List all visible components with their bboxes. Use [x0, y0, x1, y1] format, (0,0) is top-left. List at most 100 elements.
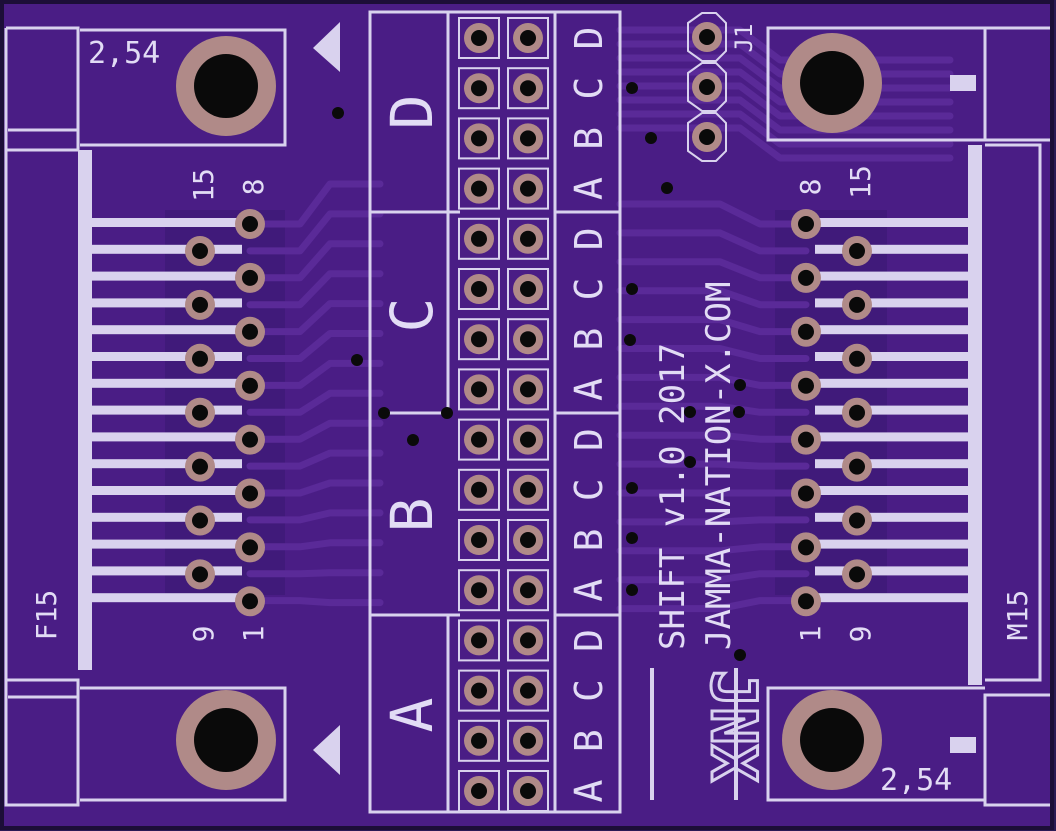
j1-label: J1	[730, 24, 758, 53]
column-label: C	[567, 77, 611, 100]
header-pad	[507, 719, 549, 762]
connector-pad	[185, 451, 215, 482]
column-label: D	[567, 428, 611, 451]
pitch-label-bottom: 2,54	[880, 763, 952, 798]
finger	[92, 593, 242, 603]
header-pad	[458, 17, 500, 59]
header-pad	[458, 770, 500, 812]
finger	[815, 298, 970, 308]
section-labels: D C B A	[378, 95, 446, 733]
pin-label-right-15: 15	[844, 165, 877, 199]
logo-text: JNX	[697, 670, 770, 782]
pin-label-right-9: 9	[844, 626, 877, 643]
finger	[92, 459, 242, 469]
via	[351, 354, 363, 366]
finger	[92, 244, 242, 254]
finger	[92, 325, 242, 335]
finger	[92, 539, 242, 549]
jnx-logo: JNX	[650, 668, 772, 800]
finger	[92, 512, 242, 522]
connector-pad	[235, 478, 265, 509]
traces	[246, 26, 954, 613]
finger	[92, 432, 242, 442]
website-label: JAMMA-NATION-X.COM	[699, 282, 739, 650]
section-label-b: B	[378, 498, 446, 533]
header-pad	[458, 368, 500, 411]
arrow-top-icon	[313, 22, 340, 72]
column-label: D	[567, 629, 611, 652]
header-pad	[507, 569, 549, 612]
header-pad	[507, 468, 549, 511]
left-connector-silk	[4, 26, 287, 807]
right-pads	[791, 209, 872, 617]
via	[626, 283, 638, 295]
finger	[815, 244, 970, 254]
column-label: D	[567, 227, 611, 250]
pin-label-left-1: 1	[237, 626, 270, 643]
board-title: SHIFT v1.0 2017	[653, 343, 693, 650]
mount-hole-top-left	[176, 36, 276, 136]
copper-area-right	[775, 210, 887, 595]
right-connector-label: M15	[1001, 590, 1034, 641]
header-pad	[507, 117, 549, 160]
via	[661, 182, 673, 194]
header-pad	[507, 217, 549, 260]
header-pads	[458, 17, 549, 812]
connector-pad	[791, 316, 821, 347]
finger	[92, 271, 242, 281]
header-pad	[458, 217, 500, 260]
column-label: B	[567, 328, 611, 351]
finger	[92, 218, 242, 227]
pin-label-right-1: 1	[794, 626, 827, 643]
via	[626, 82, 638, 94]
j1-pin	[687, 12, 727, 62]
pitch-label-top: 2,54	[88, 36, 160, 71]
finger	[815, 486, 970, 495]
j1-pin	[687, 112, 727, 162]
via	[734, 379, 746, 391]
header-pad	[507, 17, 549, 59]
finger	[92, 378, 242, 388]
connector-pad	[842, 289, 872, 320]
header-pad	[507, 268, 549, 310]
header-pad	[458, 719, 500, 762]
section-label-d: D	[378, 95, 446, 130]
finger	[815, 512, 970, 522]
finger	[815, 352, 970, 361]
connector-pad	[842, 505, 872, 536]
column-label: B	[567, 729, 611, 752]
connector-pad	[842, 236, 872, 266]
header-pad	[507, 619, 549, 662]
connector-pad	[235, 532, 265, 563]
right-connector-silk	[766, 26, 1050, 807]
header-pad	[458, 318, 500, 361]
mount-hole-bottom-right	[782, 690, 882, 790]
copper-area-left	[165, 210, 285, 595]
header-pad	[507, 418, 549, 461]
j1-header	[687, 12, 727, 162]
header-pad	[507, 519, 549, 561]
finger	[815, 218, 970, 227]
finger	[815, 432, 970, 442]
header-pad	[458, 619, 500, 662]
connector-pad	[235, 262, 265, 293]
connector-pad	[185, 397, 215, 428]
connector-pad	[185, 559, 215, 590]
arrow-bottom-icon	[313, 725, 340, 775]
header-pad	[458, 117, 500, 160]
pin-label-left-9: 9	[187, 626, 220, 643]
connector-pad	[235, 209, 265, 239]
connector-pad	[185, 343, 215, 374]
via	[684, 406, 696, 418]
connector-pad	[185, 505, 215, 536]
finger	[815, 405, 970, 415]
column-label: C	[567, 478, 611, 501]
connector-pad	[791, 209, 821, 239]
connector-pad	[791, 586, 821, 617]
connector-pad	[185, 289, 215, 320]
via	[626, 584, 638, 596]
finger	[92, 352, 242, 361]
column-label: B	[567, 127, 611, 150]
